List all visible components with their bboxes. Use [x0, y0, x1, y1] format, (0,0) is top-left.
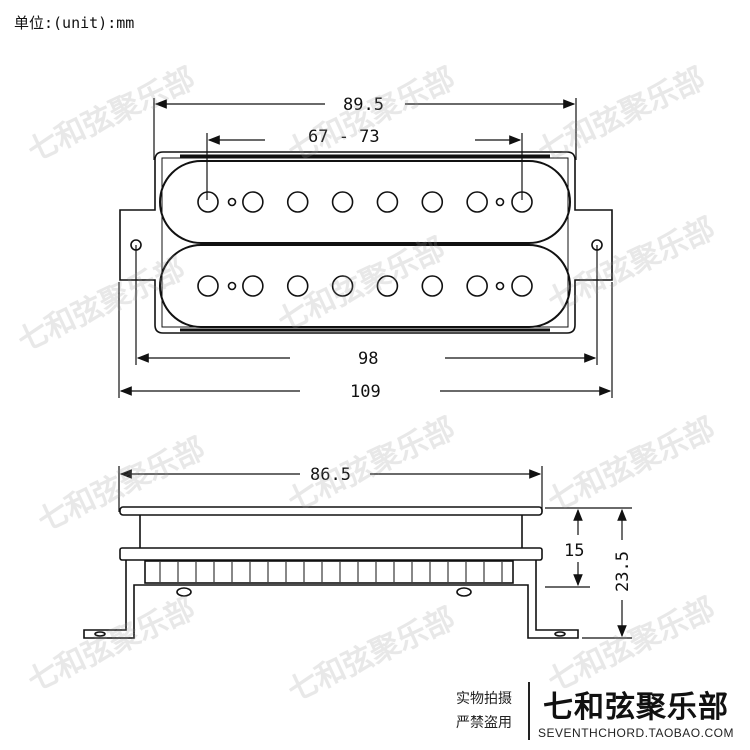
pole-piece [286, 275, 309, 297]
dim-mount-holes: 98 [358, 349, 378, 369]
cover-top [119, 506, 543, 516]
pole-piece [511, 275, 533, 297]
stamp-brand: 七和弦聚乐部 SEVENTHCHORD.TAOBAO.COM [530, 682, 742, 740]
stamp-line2: 严禁盗用 [456, 715, 512, 731]
pole-piece [197, 275, 219, 297]
dim-height-cover: 15 [564, 541, 584, 561]
top-view-dimensions [118, 98, 613, 398]
top-coil-poles [197, 191, 533, 213]
base-plate [119, 151, 613, 334]
brand-name: 七和弦聚乐部 [543, 690, 729, 725]
side-bobbin [144, 560, 514, 584]
dim-overall-cover: 89.5 [343, 95, 384, 115]
stamp-notice: 实物拍摄 严禁盗用 [440, 682, 530, 740]
dim-side-width: 86.5 [310, 465, 351, 485]
bobbin-ticks [159, 562, 503, 582]
small-screw [227, 281, 237, 291]
pole-piece [331, 191, 354, 213]
small-screw [495, 197, 505, 207]
bottom-coil-poles [197, 275, 533, 297]
pole-piece [421, 275, 444, 297]
pole-piece [197, 191, 219, 213]
pole-piece [242, 191, 264, 213]
dim-pole-spacing: 67 - 73 [308, 127, 380, 147]
side-base-plate [119, 547, 543, 561]
dim-height-total: 23.5 [613, 551, 633, 592]
pole-piece [376, 275, 399, 297]
side-view-dimensions [118, 466, 632, 639]
unit-label: 单位:(unit):mm [14, 14, 135, 32]
bottom-coil [159, 244, 571, 328]
mount-bracket [83, 560, 579, 639]
top-view [119, 151, 613, 334]
pole-piece [421, 191, 444, 213]
pole-piece [331, 275, 354, 297]
side-view [83, 506, 579, 639]
brand-stamp: 实物拍摄 严禁盗用 七和弦聚乐部 SEVENTHCHORD.TAOBAO.COM [440, 680, 742, 742]
pole-piece [242, 275, 264, 297]
pole-piece [466, 191, 488, 213]
small-screw [227, 197, 237, 207]
dim-overall-base: 109 [350, 382, 381, 402]
small-screw [495, 281, 505, 291]
pole-piece [286, 191, 309, 213]
stamp-line1: 实物拍摄 [456, 691, 512, 707]
pole-piece [376, 191, 399, 213]
top-coil [159, 160, 571, 244]
pole-piece [466, 275, 488, 297]
brand-url: SEVENTHCHORD.TAOBAO.COM [538, 726, 734, 740]
